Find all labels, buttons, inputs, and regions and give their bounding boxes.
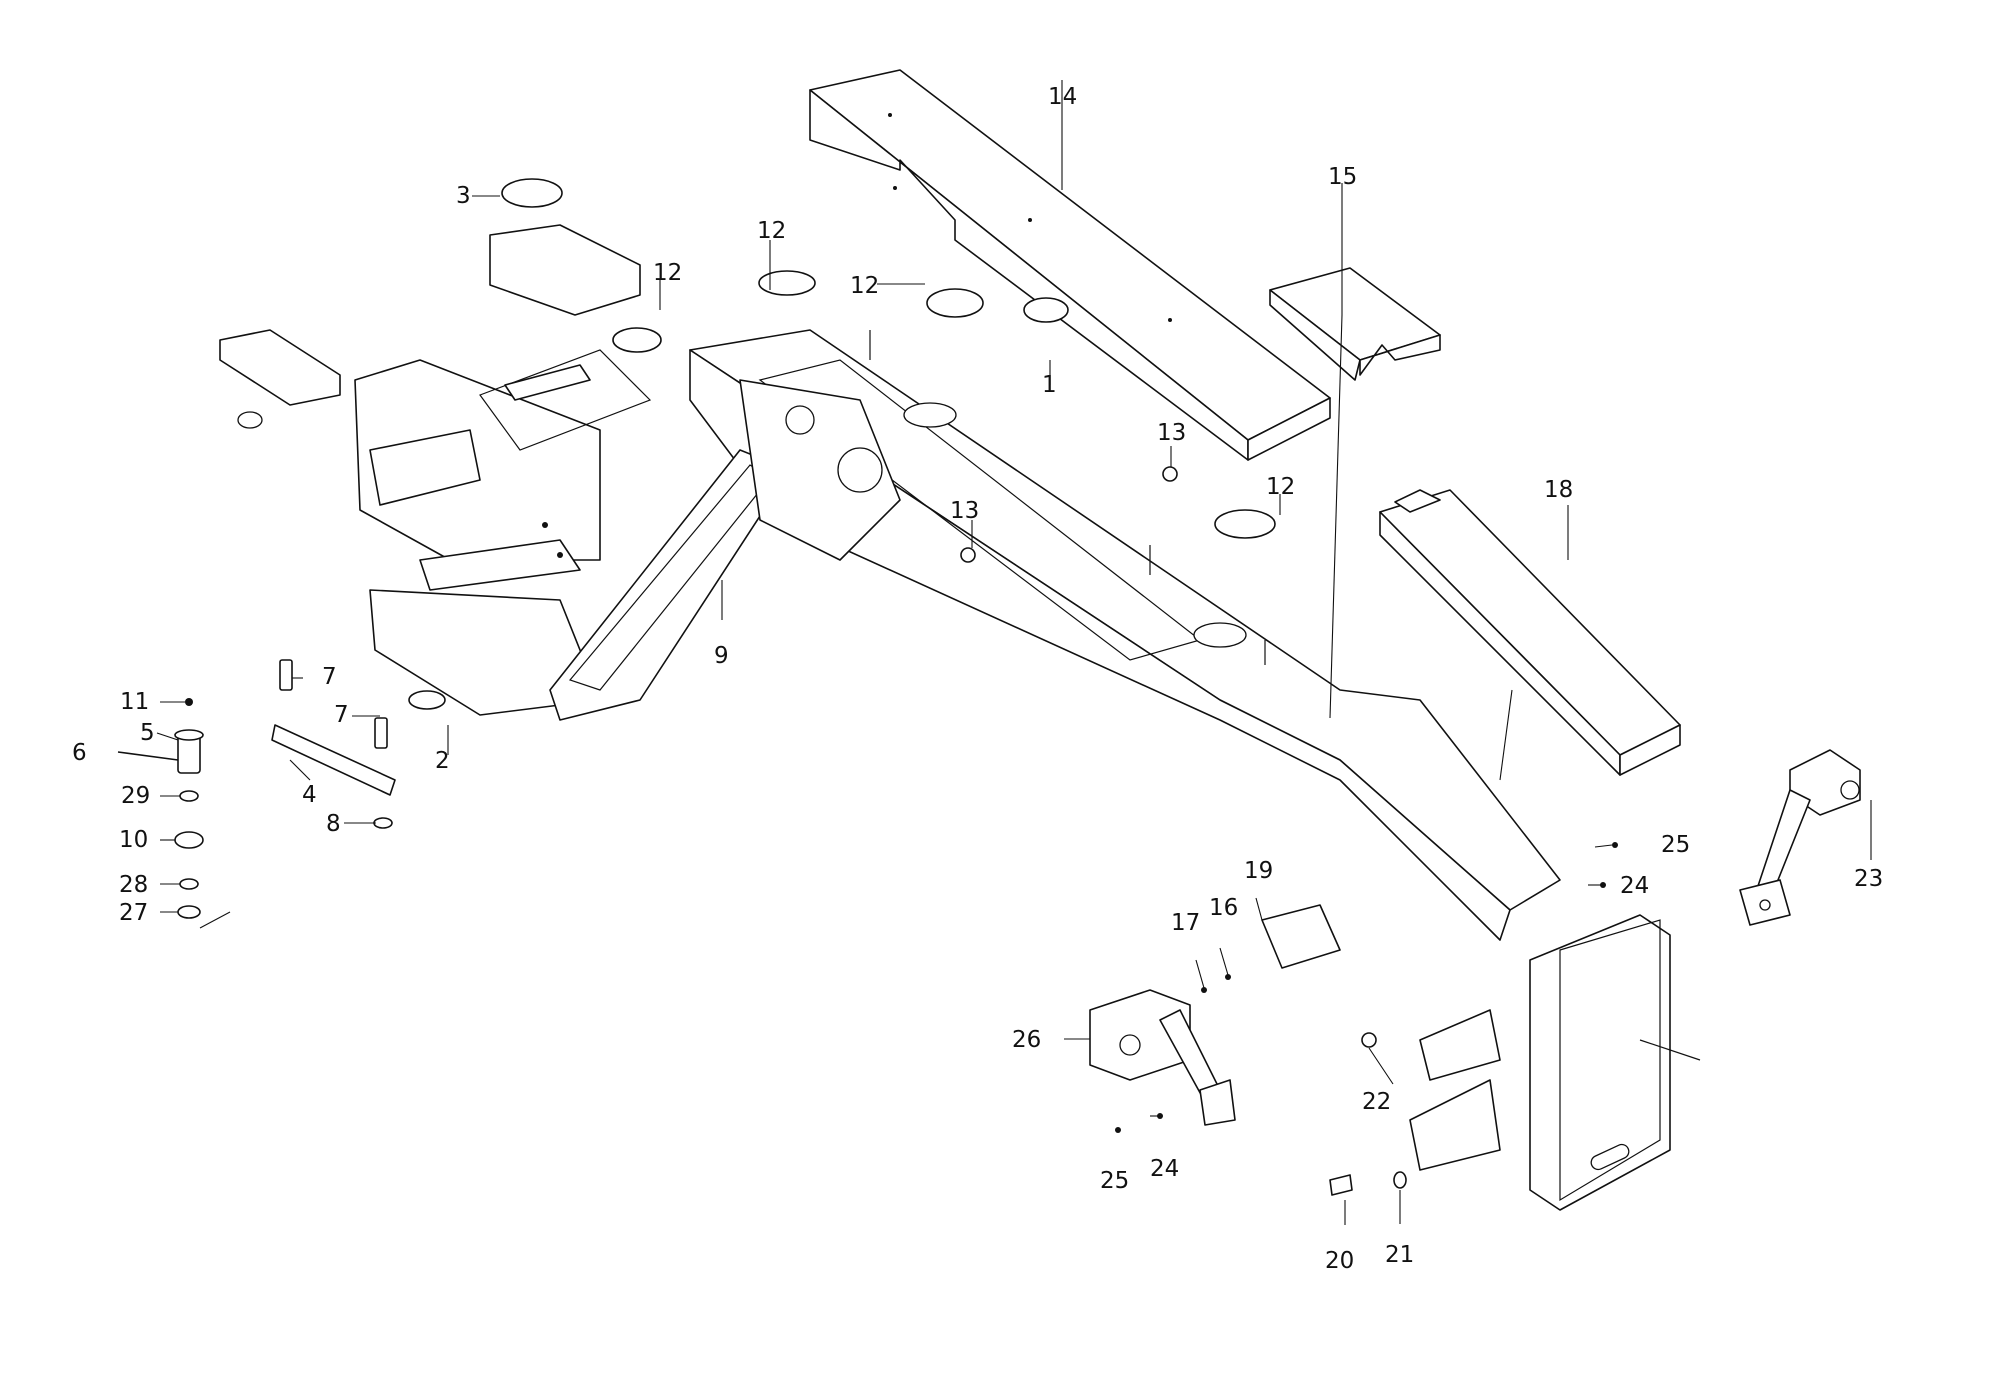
callout-19: 19 xyxy=(1244,858,1273,884)
callout-6: 6 xyxy=(72,740,87,766)
callout-7b: 7 xyxy=(334,702,349,728)
callout-labels: 1 2 3 4 5 6 7 7 8 9 10 11 12 12 12 12 13… xyxy=(72,84,1883,1274)
callout-9: 9 xyxy=(714,643,729,669)
callout-28: 28 xyxy=(119,872,148,898)
callout-7a: 7 xyxy=(322,664,337,690)
callout-27: 27 xyxy=(119,900,148,926)
callout-10: 10 xyxy=(119,827,148,853)
leader-lines xyxy=(156,80,1872,1225)
rear-mounting-plate xyxy=(1409,914,1701,1211)
callout-25a: 25 xyxy=(1661,832,1690,858)
callout-12c: 12 xyxy=(850,273,879,299)
callout-22: 22 xyxy=(1362,1089,1391,1115)
callout-3: 3 xyxy=(456,183,471,209)
part-15-small-cover xyxy=(1269,267,1441,381)
callout-8: 8 xyxy=(326,811,341,837)
callout-12d: 12 xyxy=(1266,474,1295,500)
callout-13b: 13 xyxy=(950,498,979,524)
callout-25b: 25 xyxy=(1100,1168,1129,1194)
callout-12b: 12 xyxy=(653,260,682,286)
callout-13a: 13 xyxy=(1157,420,1186,446)
part-19-plate xyxy=(1261,904,1341,969)
callout-14: 14 xyxy=(1048,84,1077,110)
part-9-arm xyxy=(549,379,901,721)
left-frame-assembly xyxy=(219,224,652,716)
callout-5: 5 xyxy=(140,720,155,746)
callout-26: 26 xyxy=(1012,1027,1041,1053)
callout-15: 15 xyxy=(1328,164,1357,190)
callout-2: 2 xyxy=(435,748,450,774)
callout-12a: 12 xyxy=(757,218,786,244)
part-26-lamp xyxy=(1089,989,1236,1126)
part-23-lamp-bracket xyxy=(1739,749,1861,926)
small-parts-stack xyxy=(117,178,1618,1196)
part-18-side-cover xyxy=(1379,489,1681,776)
callout-11: 11 xyxy=(120,689,149,715)
callout-24b: 24 xyxy=(1150,1156,1179,1182)
callout-4: 4 xyxy=(302,782,317,808)
callout-1: 1 xyxy=(1042,372,1057,398)
callout-23: 23 xyxy=(1854,866,1883,892)
callout-20: 20 xyxy=(1325,1248,1354,1274)
callout-17: 17 xyxy=(1171,910,1200,936)
callout-16: 16 xyxy=(1209,895,1238,921)
part-14-top-cover xyxy=(809,69,1331,461)
callout-18: 18 xyxy=(1544,477,1573,503)
callout-24a: 24 xyxy=(1620,873,1649,899)
callout-29: 29 xyxy=(121,783,150,809)
callout-21: 21 xyxy=(1385,1242,1414,1268)
